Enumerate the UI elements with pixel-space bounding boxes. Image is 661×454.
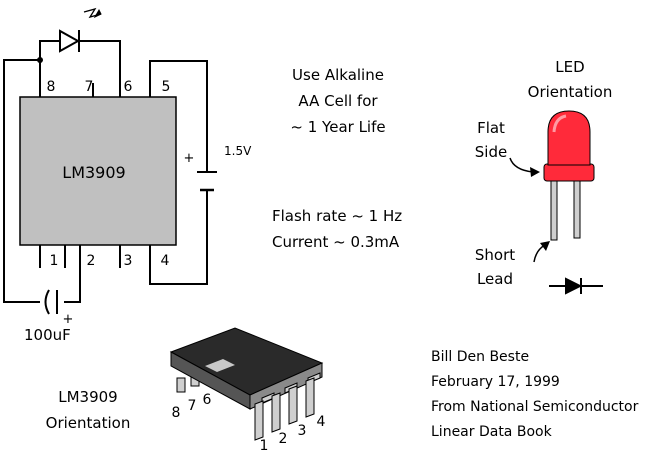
battery-icon xyxy=(197,171,217,192)
credits-block: Bill Den Beste February 17, 1999 From Na… xyxy=(431,349,639,440)
note-line: ~ 1 Year Life xyxy=(290,118,385,136)
pin-label: 7 xyxy=(85,79,94,95)
package-pin-label: 4 xyxy=(317,414,326,430)
note-line: AA Cell for xyxy=(298,92,378,110)
pin-label: 2 xyxy=(87,253,96,269)
package-pin-label: 6 xyxy=(203,392,212,408)
flat-side-label: Side xyxy=(475,143,507,161)
short-lead-label: Short xyxy=(475,246,515,264)
chip-body xyxy=(19,96,177,246)
flat-side-label: Flat xyxy=(477,119,505,137)
package-pin-label: 8 xyxy=(172,405,181,421)
chip-label: LM3909 xyxy=(62,163,125,182)
package-pin-label: 2 xyxy=(279,431,288,447)
pin-label: 5 xyxy=(162,79,171,95)
pin-label: 8 xyxy=(47,79,56,95)
credit-line: Linear Data Book xyxy=(431,424,553,440)
led-orientation-title: LED xyxy=(555,58,584,76)
battery-note: Use Alkaline AA Cell for ~ 1 Year Life xyxy=(290,66,385,136)
capacitor-icon xyxy=(44,289,58,315)
pin-label: 3 xyxy=(124,253,133,269)
battery-plus-label: + xyxy=(184,151,195,166)
pin-label: 1 xyxy=(50,253,59,269)
credit-line: February 17, 1999 xyxy=(431,374,560,390)
junction-dot xyxy=(37,57,43,63)
package-pin-label: 7 xyxy=(188,398,197,414)
note-line: Use Alkaline xyxy=(292,66,384,84)
package-orientation-title: Orientation xyxy=(46,414,131,432)
package-orientation-title: LM3909 xyxy=(58,388,117,406)
package-pin-label: 3 xyxy=(298,423,307,439)
pin-label: 6 xyxy=(124,79,133,95)
credit-line: From National Semiconductor xyxy=(431,399,639,415)
pin-label: 4 xyxy=(161,253,170,269)
diode-symbol-icon xyxy=(549,277,603,295)
led-orientation-title: Orientation xyxy=(528,83,613,101)
battery-voltage-label: 1.5V xyxy=(224,144,252,158)
capacitor-plus-label: + xyxy=(63,312,74,327)
package-pin-label: 1 xyxy=(260,438,269,454)
led-illustration xyxy=(543,110,595,241)
specs-note: Flash rate ~ 1 Hz Current ~ 0.3mA xyxy=(272,207,402,251)
capacitor-value-label: 100uF xyxy=(24,326,71,344)
schematic-led-icon xyxy=(59,7,102,53)
flat-side-arrow-icon xyxy=(509,157,540,177)
credit-line: Bill Den Beste xyxy=(431,349,529,365)
short-lead-label: Lead xyxy=(477,270,513,288)
flash-rate-text: Flash rate ~ 1 Hz xyxy=(272,207,402,225)
short-lead-arrow-icon xyxy=(533,241,550,263)
current-text: Current ~ 0.3mA xyxy=(272,233,400,251)
dip-package-illustration xyxy=(169,327,324,441)
